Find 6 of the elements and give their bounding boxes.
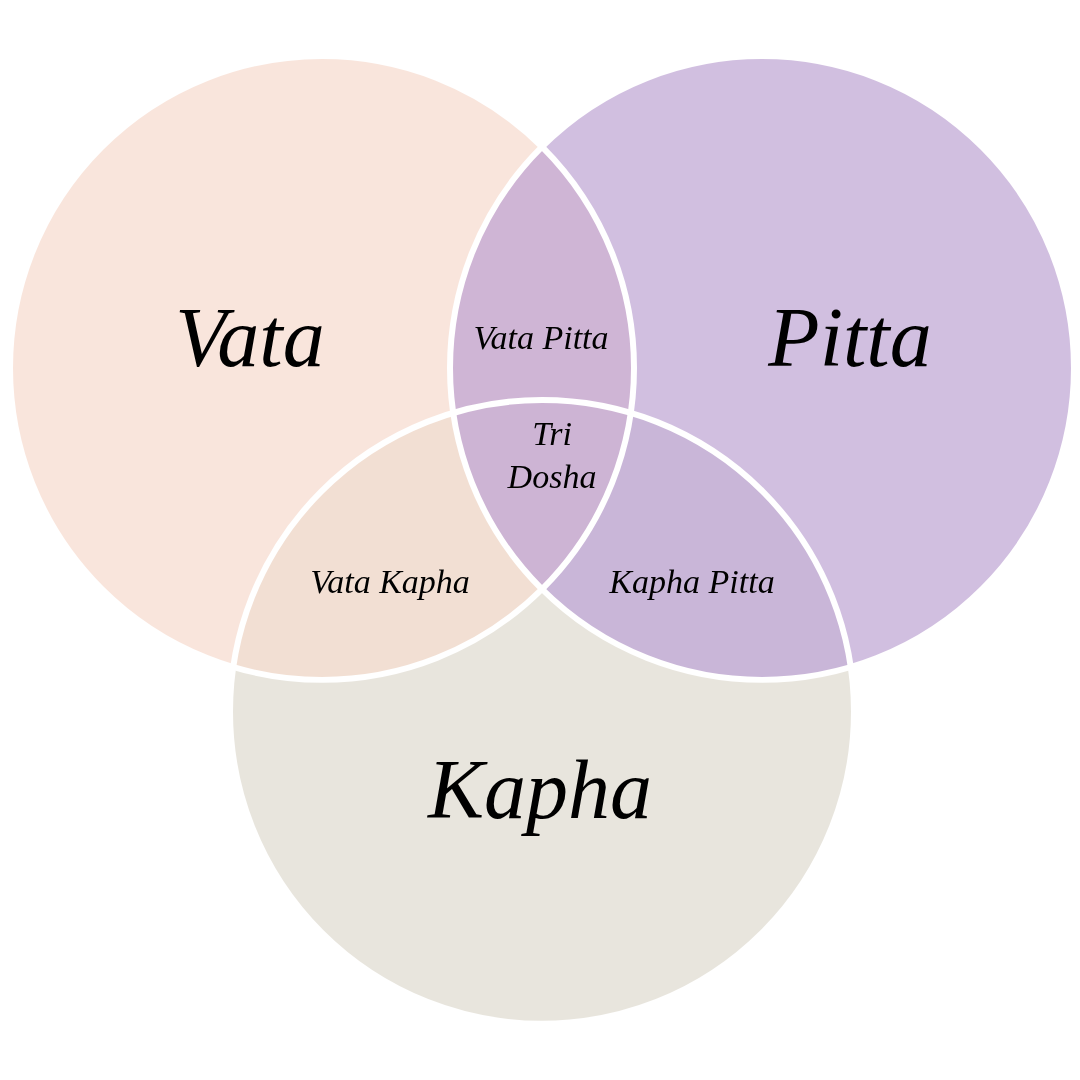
overlap-label: Tri Dosha — [506, 413, 598, 496]
overlap-label: Vata Pitta — [473, 317, 609, 358]
dosha-label: Pitta — [768, 296, 932, 380]
dosha-label: Vata — [175, 296, 325, 380]
overlap-label: Kapha Pitta — [609, 561, 775, 602]
overlap-label: Vata Kapha — [310, 561, 470, 602]
